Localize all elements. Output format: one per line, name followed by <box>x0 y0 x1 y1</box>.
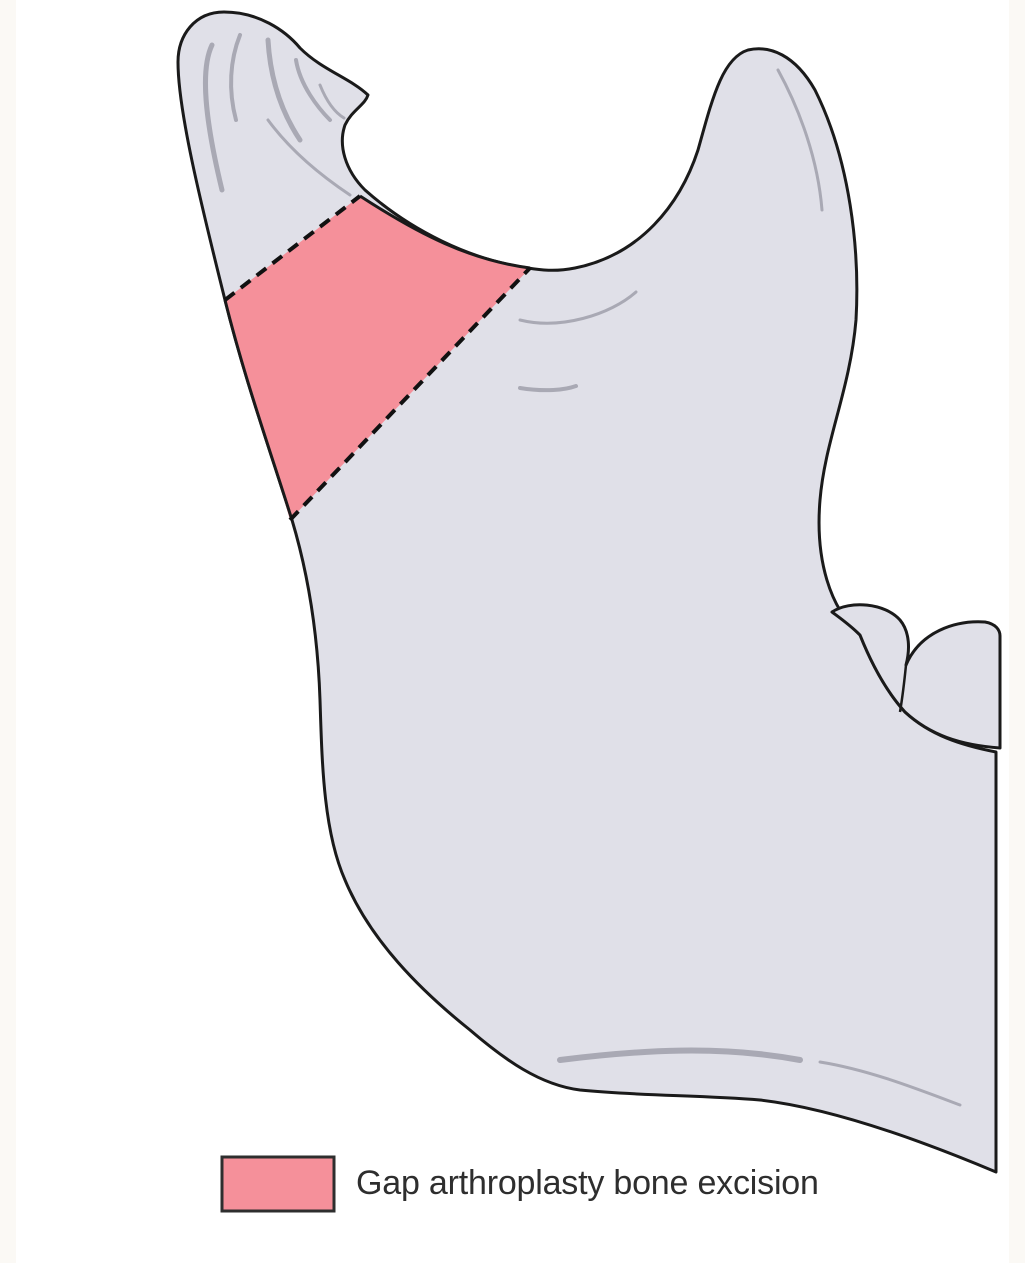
mandible-bone <box>178 12 996 1172</box>
legend-label: Gap arthroplasty bone excision <box>356 1160 819 1206</box>
legend-swatch <box>222 1157 334 1211</box>
